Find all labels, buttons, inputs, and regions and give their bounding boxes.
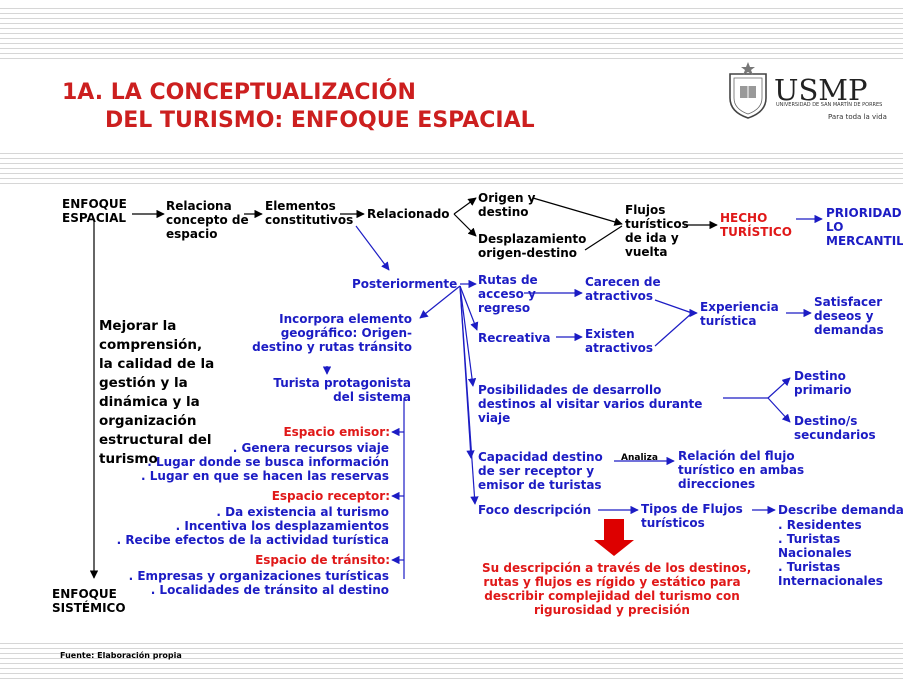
usmp-seal-icon: USMP	[729, 62, 868, 119]
node-posteriormente: Posteriormente	[352, 277, 458, 291]
background-stripe	[0, 38, 903, 39]
background-stripe	[0, 643, 903, 644]
background-stripe	[0, 158, 903, 159]
node-recreativa: Recreativa	[478, 331, 551, 345]
node-relaciona: Relaciona concepto de espacio	[166, 199, 249, 241]
node-analiza: Analiza	[621, 453, 658, 463]
node-turista-protagonista: Turista protagonista del sistema	[273, 376, 411, 404]
background-stripe	[0, 8, 903, 9]
background-stripe	[0, 668, 903, 669]
background-stripe	[0, 53, 903, 54]
background-stripe	[0, 658, 903, 659]
background-stripe	[0, 153, 903, 154]
node-destino-primario: Destino primario	[794, 369, 852, 397]
usmp-logo: USMP UNIVERSIDAD DE SAN MARTÍN DE PORRES…	[726, 60, 887, 122]
node-espacio-emisor: Espacio emisor:	[283, 425, 390, 439]
node-transito-items: . Empresas y organizaciones turísticas .…	[128, 569, 389, 597]
slide-title-line2: DEL TURISMO: ENFOQUE ESPACIAL	[105, 108, 535, 133]
slide-title-line1: 1A. LA CONCEPTUALIZACIÓN	[62, 80, 416, 105]
node-espacio-transito: Espacio de tránsito:	[255, 553, 390, 567]
background-stripe	[0, 663, 903, 664]
node-capacidad: Capacidad destino de ser receptor y emis…	[478, 450, 603, 492]
node-hecho-turistico: HECHO TURÍSTICO	[720, 211, 792, 239]
node-satisfacer: Satisfacer deseos y demandas	[814, 295, 884, 337]
node-relacionado: Relacionado	[367, 207, 450, 221]
node-rutas: Rutas de acceso y regreso	[478, 273, 538, 315]
node-origen-destino: Origen y destino	[478, 191, 536, 219]
background-stripe	[0, 33, 903, 34]
node-mejorar: Mejorar la comprensión, la calidad de la…	[99, 318, 215, 467]
background-stripe	[0, 168, 903, 169]
background-stripe	[0, 653, 903, 654]
node-espacio-receptor: Espacio receptor:	[271, 489, 390, 503]
node-experiencia: Experiencia turística	[700, 300, 779, 328]
background-stripe	[0, 48, 903, 49]
node-prioridad: PRIORIDAD LO MERCANTIL	[826, 206, 903, 248]
node-desplazamiento: Desplazamiento origen-destino	[478, 232, 587, 260]
node-tipos-flujos: Tipos de Flujos turísticos	[641, 502, 743, 530]
source-note: Fuente: Elaboración propia	[60, 651, 182, 660]
node-emisor-items: . Genera recursos viaje . Lugar donde se…	[141, 441, 389, 483]
background-stripe	[0, 178, 903, 179]
logo-subtitle: UNIVERSIDAD DE SAN MARTÍN DE PORRES	[776, 102, 883, 108]
node-carecen: Carecen de atractivos	[585, 275, 661, 303]
node-destinos-secundarios: Destino/s secundarios	[794, 414, 876, 442]
background-stripe	[0, 58, 903, 59]
red-down-arrow	[594, 519, 634, 556]
node-conclusion: Su descripción a través de los destinos,…	[482, 561, 752, 617]
background-stripe	[0, 173, 903, 174]
node-enfoque-espacial: ENFOQUE ESPACIAL	[62, 197, 127, 225]
node-describe-demanda: Describe demanda	[778, 503, 903, 517]
background-stripe	[0, 43, 903, 44]
node-flujos: Flujos turísticos de ida y vuelta	[625, 203, 689, 259]
node-enfoque-sistemico: ENFOQUE SISTÉMICO	[52, 587, 126, 615]
background-stripe	[0, 13, 903, 14]
usmp-wordmark: USMP	[774, 73, 868, 107]
node-incorpora: Incorpora elemento geográfico: Origen- d…	[252, 312, 412, 354]
background-stripe	[0, 18, 903, 19]
node-elementos: Elementos constitutivos	[265, 199, 354, 227]
background-stripe	[0, 673, 903, 674]
background-stripe	[0, 163, 903, 164]
node-posibilidades: Posibilidades de desarrollo destinos al …	[478, 383, 703, 425]
background-stripe	[0, 183, 903, 184]
node-existen: Existen atractivos	[585, 327, 654, 355]
node-receptor-items: . Da existencia al turismo . Incentiva l…	[116, 505, 389, 547]
background-stripe	[0, 648, 903, 649]
node-describe-items: . Residentes . Turistas Nacionales . Tur…	[778, 518, 883, 588]
node-foco: Foco descripción	[478, 503, 592, 517]
background-stripe	[0, 28, 903, 29]
background-stripe	[0, 23, 903, 24]
logo-tagline: Para toda la vida	[828, 113, 887, 121]
node-relacion: Relación del flujo turístico en ambas di…	[678, 449, 805, 491]
